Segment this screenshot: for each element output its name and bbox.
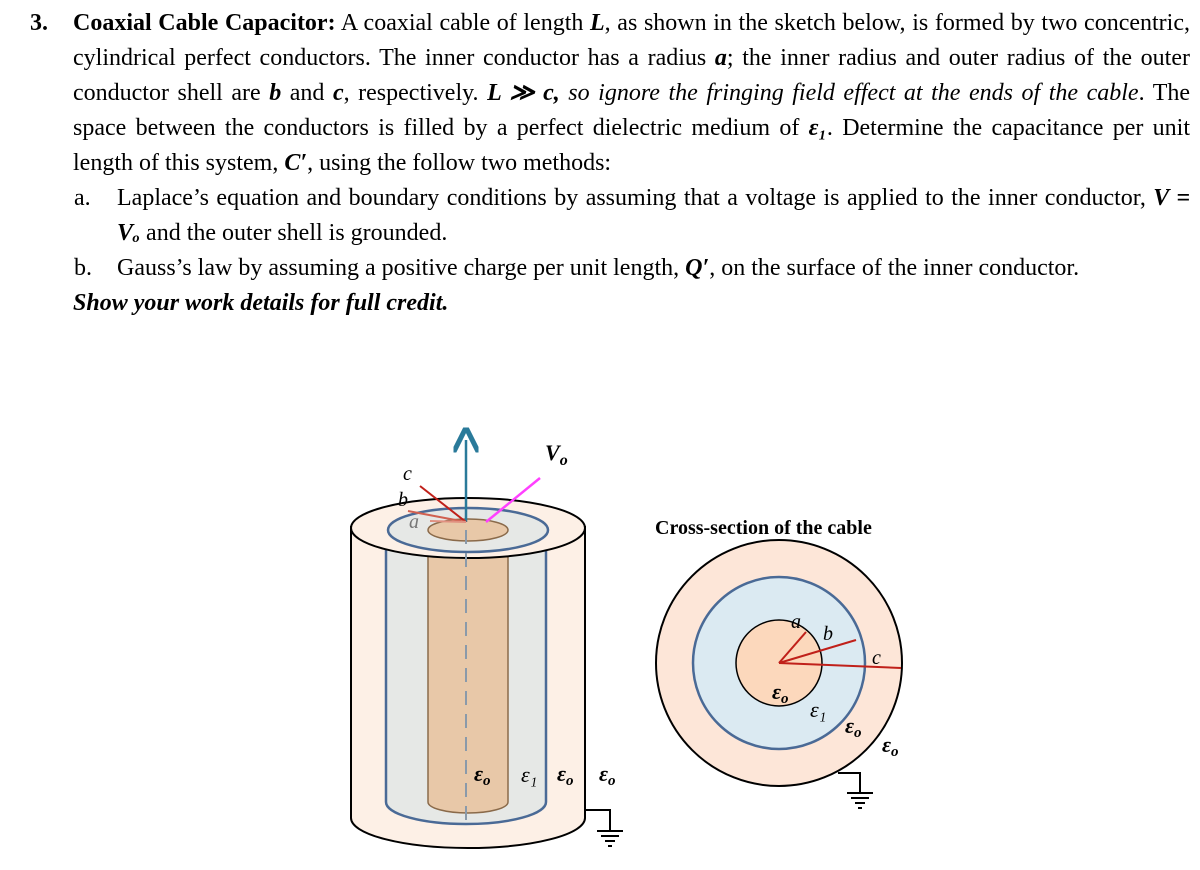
radius-b-line [407, 510, 467, 523]
inner-conductor-top [427, 518, 509, 542]
text-segment: ; the inner radius and outer radius of t… [73, 45, 1190, 106]
cross-radius-b [778, 639, 857, 664]
inner-conductor-body [427, 529, 509, 814]
cross-eps-core: εo [772, 679, 789, 707]
part-a-label: a. [74, 185, 91, 211]
coax-3d-sketch: c b a Vo εo ε₁ εo εo [350, 440, 623, 849]
cross-eps-shell: εo [845, 713, 862, 741]
label-voltage: Vo [545, 440, 568, 469]
eps-inner-3d: εo [474, 761, 491, 789]
credit-note: Show your work details for full credit. [73, 290, 449, 316]
eps-outside-3d: εo [599, 761, 616, 789]
part-a: a. Laplace’s equation and boundary condit… [74, 181, 1190, 251]
condition-L-gg-c: L ≫ c, [487, 80, 560, 106]
eps-shell-3d: εo [557, 761, 574, 789]
part-a-text-end: and the outer shell is grounded. [140, 220, 448, 246]
symbol-C-prime: C′ [284, 150, 308, 176]
ground-icon-3d [585, 809, 623, 847]
part-a-text: Laplace’s equation and boundary conditio… [117, 185, 1154, 211]
part-b-text-end: , on the surface of the inner conductor. [709, 255, 1080, 281]
cross-eps-outside: εo [882, 732, 899, 760]
text-segment: , using the follow two methods: [307, 150, 612, 176]
radius-a-line [429, 520, 467, 523]
part-b-math: Q′ [685, 255, 710, 281]
symbol-b: b [269, 80, 282, 106]
problem-statement: 3. Coaxial Cable Capacitor: A coaxial ca… [30, 6, 1190, 321]
text-segment: , respectively. [343, 80, 488, 106]
part-b: b. Gauss’s law by assuming a positive cha… [74, 251, 1190, 286]
text-segment: . The space between the conductors is fi… [73, 80, 1191, 141]
radius-c-line [419, 485, 467, 523]
cross-radius-a [778, 631, 807, 664]
cross-label-c: c [872, 647, 881, 669]
cross-radius-c [778, 662, 902, 669]
voltage-lead [485, 477, 541, 523]
part-b-label: b. [74, 255, 92, 281]
cross-label-b: b [823, 623, 833, 645]
text-segment: and [281, 80, 333, 106]
symbol-a: a [714, 45, 727, 71]
symbol-L: L [590, 10, 605, 36]
part-b-text: Gauss’s law by assuming a positive charg… [117, 255, 686, 281]
label-b-3d: b [398, 489, 408, 511]
ground-icon-cross [838, 772, 873, 809]
eps-gap-3d: ε₁ [521, 762, 537, 787]
cross-label-a: a [791, 611, 801, 633]
label-c-3d: c [403, 463, 412, 485]
cross-eps-gap: ε₁ [810, 697, 826, 722]
cross-section-caption: Cross-section of the cable [655, 517, 872, 539]
text-segment: . Determine the capacitance per unit len… [73, 115, 1190, 176]
label-a-3d: a [409, 511, 419, 533]
fringing-note: so ignore the fringing field effect at t… [559, 80, 1139, 106]
symbol-c: c [332, 80, 344, 106]
symbol-eps1: ε₁ [808, 115, 827, 141]
problem-number: 3. [30, 10, 48, 36]
text-segment: , as shown in the sketch below, is forme… [73, 10, 1190, 71]
text-segment: A coaxial cable of length [335, 10, 590, 36]
cross-section-sketch: Cross-section of the cable a b c εo ε₁ ε… [655, 517, 903, 809]
problem-body: Coaxial Cable Capacitor: A coaxial cable… [73, 6, 1190, 181]
part-a-math: V = Vₒ [117, 185, 1190, 246]
problem-title: Coaxial Cable Capacitor: [73, 10, 336, 36]
